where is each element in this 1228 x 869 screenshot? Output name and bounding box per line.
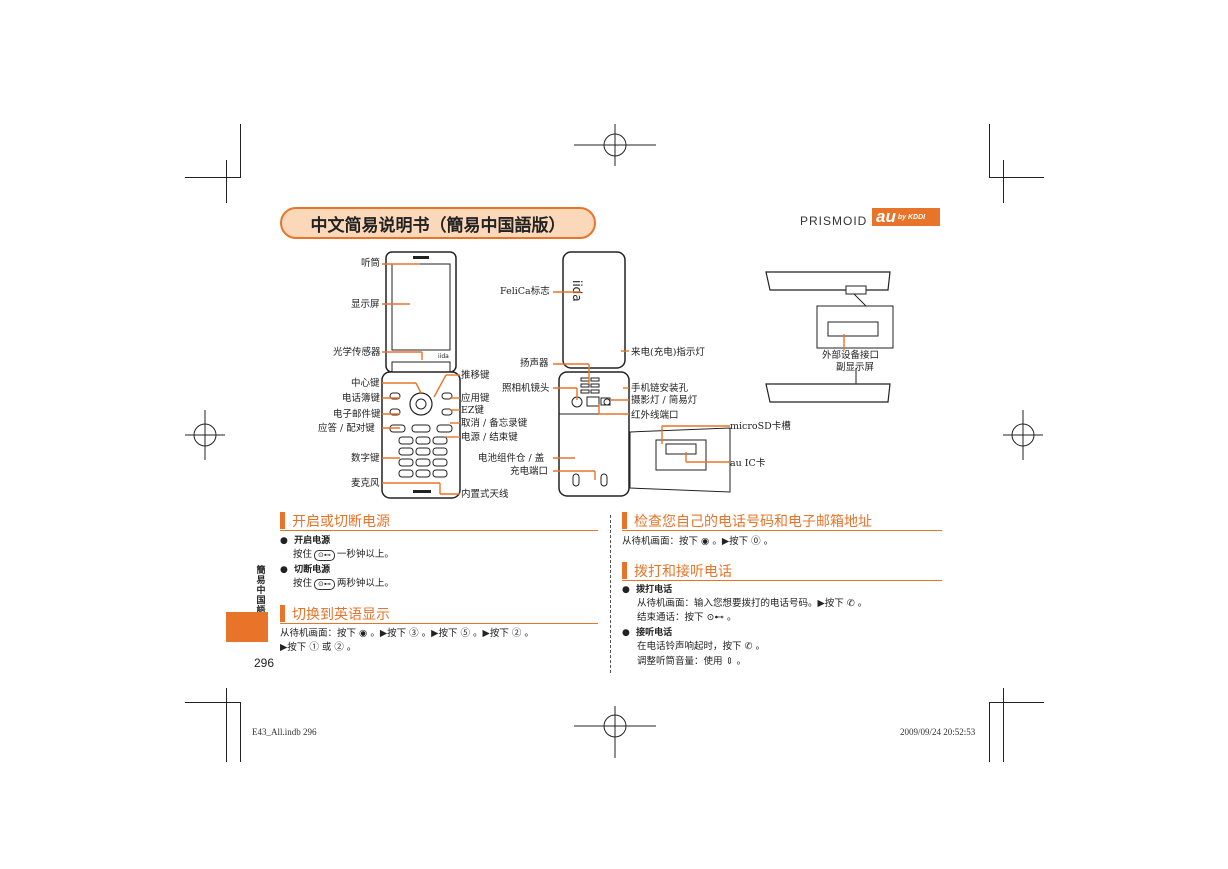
registration-mark-bottom [574,706,656,758]
call-answer-line-2: 调整听筒音量：使用 ⇕ 。 [637,656,746,667]
column-divider [610,515,611,673]
english-line-2: ▶按下 ① 或 ② 。 [280,642,357,653]
footer-timestamp: 2009/09/24 20:52:53 [900,727,976,737]
call-answer-heading: ● 接听电话 [622,628,673,638]
label-microsd: microSD卡槽 [730,421,791,432]
label-sub-display: 副显示屏 [836,362,875,373]
side-view-illustration [765,271,894,403]
section-call-title: 拨打和接听电话 [634,564,732,580]
label-microphone: 麦克风 [351,478,380,489]
microsd-inset [629,425,731,493]
back-leader-lines [553,291,629,480]
check-line-1: 从待机画面：按下 ◉ 。▶按下 ⓪ 。 [622,536,774,547]
power-on-heading: ● 开启电源 [280,536,331,546]
front-leader-lines [382,263,460,495]
call-make-line-1: 从待机画面：输入您想要拨打的电话号码。▶按下 ✆ 。 [637,598,868,609]
label-charge-port: 充电端口 [510,466,549,477]
label-felica: FeliCa标志 [500,286,550,297]
power-off-text: 按住⊙⊷两秒钟以上。 [293,578,394,590]
label-ez-key: EZ键 [461,405,485,416]
label-answer-key: 应答 / 配对键 [318,423,375,434]
label-center-key: 中心键 [351,378,380,389]
label-phonebook-key: 电话簿键 [342,393,381,404]
label-cancel-key: 取消 / 备忘录键 [461,418,528,429]
phone-front-illustration: iida [381,251,461,499]
label-incoming-light: 来电(充电)指示灯 [631,347,705,358]
label-infrared: 红外线端口 [631,410,679,421]
registration-mark-left [185,410,225,460]
section-check-title: 检查您自己的电话号码和电子邮箱地址 [634,514,872,530]
label-au-ic-card: au IC卡 [730,458,766,469]
side-tab [226,612,268,642]
footer-file: E43_All.indb 296 [252,727,317,737]
label-light-sensor: 光学传感器 [333,347,381,358]
registration-mark-top [574,124,656,166]
side-tab-label: 簡易中国語 [256,566,266,616]
label-speaker: 扬声器 [520,358,549,369]
phone-back-illustration: iida [558,251,630,497]
au-logo: au by KDDI [872,208,940,226]
power-on-text: 按住⊙⊷一秒钟以上。 [293,549,394,561]
label-battery-cover: 电池组件仓 / 盖 [478,453,545,464]
english-line-1: 从待机画面：按下 ◉ 。▶按下 ③ 。▶按下 ⑤ 。▶按下 ② 。 [280,628,534,639]
label-numeric-keys: 数字键 [351,453,380,464]
section-power-header: 开启或切断电源 [280,512,598,531]
call-answer-line-1: 在电话铃声响起时，按下 ✆ 。 [637,641,765,652]
section-english-title: 切换到英语显示 [292,607,390,623]
label-receiver: 听筒 [361,258,381,269]
label-ext-port: 外部设备接口 [822,350,880,361]
label-strap-hole: 手机链安装孔 [631,383,689,394]
power-off-heading: ● 切断电源 [280,565,331,575]
page-number: 296 [254,656,275,670]
registration-mark-right [1003,410,1043,460]
section-power-title: 开启或切断电源 [292,514,390,530]
label-app-key: 应用键 [461,393,490,404]
label-mail-key: 电子邮件键 [333,409,381,420]
page-title: 中文简易说明书（簡易中国語版） [280,207,596,239]
brand-name: PRISMOID [800,214,868,228]
label-power-key: 电源 / 结束键 [461,432,518,443]
label-camera: 照相机镜头 [502,383,550,394]
label-display: 显示屏 [351,299,380,310]
svg-text:iida: iida [438,353,449,360]
section-call-header: 拨打和接听电话 [622,562,942,581]
section-english-header: 切换到英语显示 [280,605,598,624]
label-nav-key: 推移键 [461,370,490,381]
call-make-line-2: 结束通话：按下 ⊙⊷ 。 [637,612,737,623]
end-key-icon: ⊙⊷ [314,579,335,590]
end-key-icon: ⊙⊷ [314,550,335,561]
call-make-heading: ● 拨打电话 [622,585,673,595]
svg-text:iida: iida [570,280,584,302]
section-check-header: 检查您自己的电话号码和电子邮箱地址 [622,512,942,531]
label-photo-light: 摄影灯 / 简易灯 [631,395,698,406]
label-antenna: 内置式天线 [461,489,509,500]
